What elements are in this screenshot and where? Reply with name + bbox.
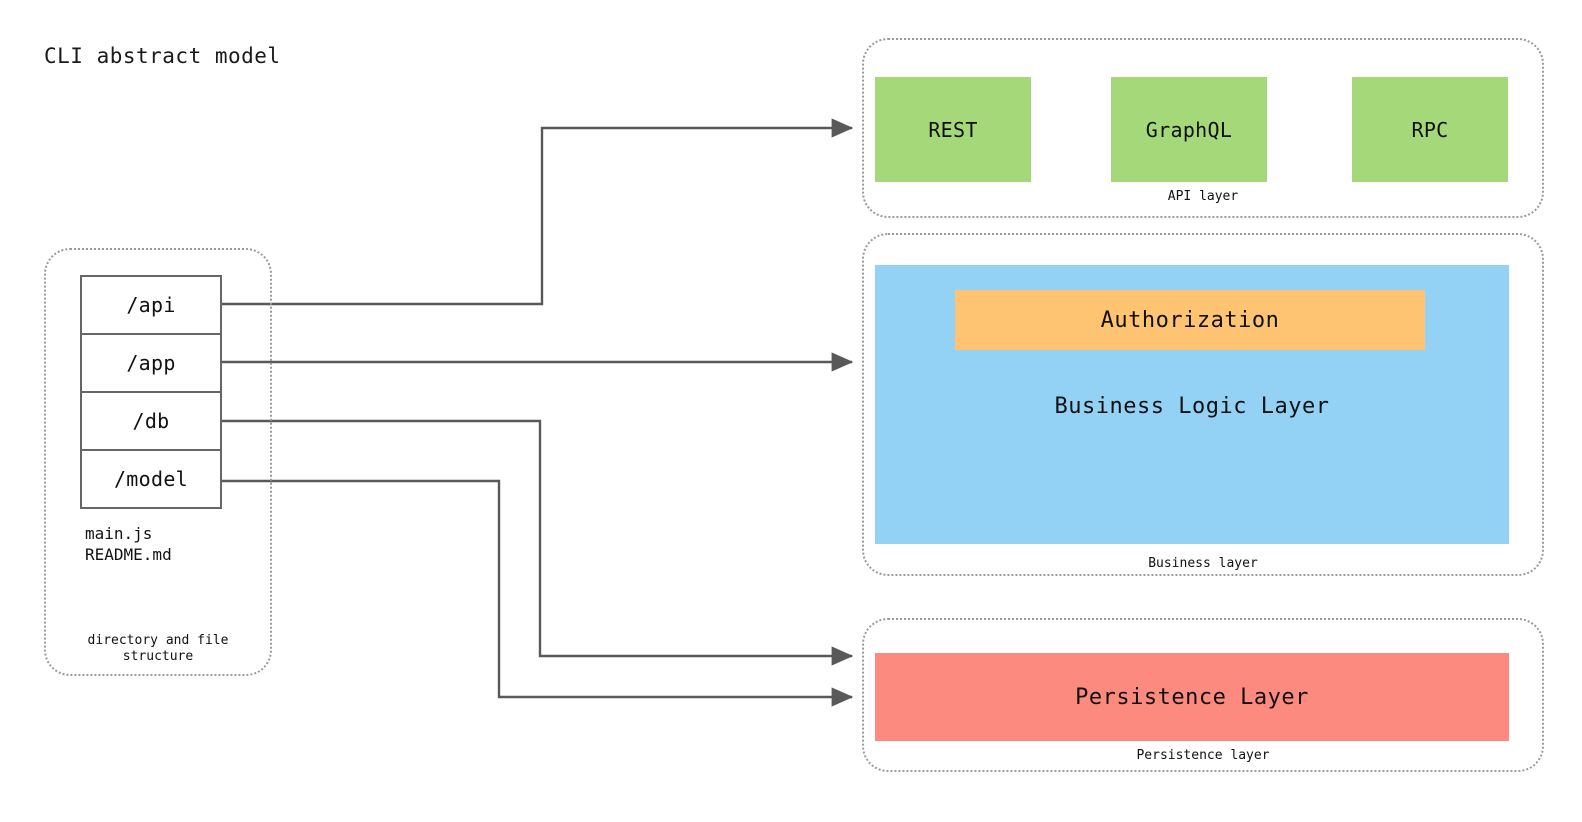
- authorization-box[interactable]: Authorization: [955, 290, 1425, 350]
- api-layer-caption: API layer: [1167, 189, 1239, 204]
- directory-structure-group: [44, 248, 272, 676]
- connector-model-to-persistence-layer: [221, 479, 854, 707]
- api-layer-group: [862, 38, 1544, 218]
- persistence-layer-box[interactable]: Persistence Layer: [875, 653, 1509, 741]
- file-list: main.js README.md: [85, 524, 172, 564]
- business-layer-caption: Business layer: [1148, 556, 1258, 571]
- api-box-graphql[interactable]: GraphQL: [1111, 77, 1267, 182]
- directory-row-model[interactable]: /model: [113, 467, 189, 491]
- persistence-layer-caption: Persistence layer: [1136, 748, 1270, 763]
- directory-row-app[interactable]: /app: [82, 335, 220, 393]
- directory-row-db[interactable]: /db: [82, 393, 220, 451]
- connector-api-to-api-layer: [221, 118, 854, 306]
- directory-structure-caption: directory and file structure: [87, 633, 229, 664]
- business-layer-group: [862, 233, 1544, 576]
- persistence-layer-group: [862, 618, 1544, 772]
- connector-db-to-persistence-layer: [221, 419, 854, 666]
- business-logic-label: Business Logic Layer: [1054, 394, 1330, 419]
- api-box-rest[interactable]: REST: [875, 77, 1031, 182]
- api-box-rpc[interactable]: RPC: [1352, 77, 1508, 182]
- directory-table: /api /app /db /model: [80, 275, 222, 509]
- page-title: CLI abstract model: [44, 44, 281, 68]
- directory-row-api[interactable]: /api: [82, 277, 220, 335]
